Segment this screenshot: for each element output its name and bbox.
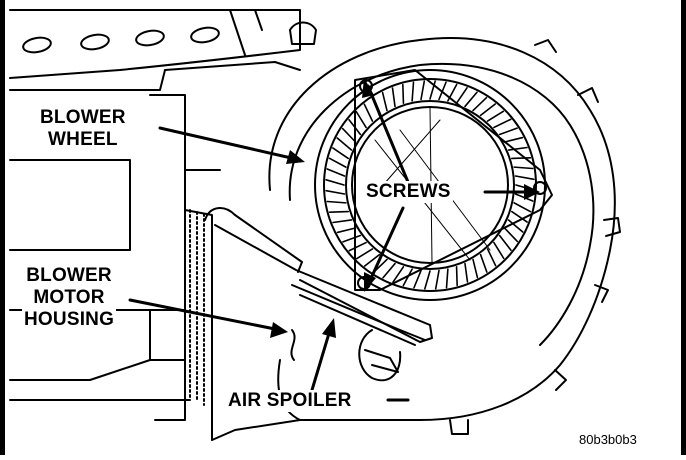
wheel-blade — [325, 189, 346, 195]
wheel-blade — [510, 210, 528, 223]
label-housing-line2: MOTOR — [33, 287, 105, 308]
label-screws: SCREWS — [364, 181, 453, 203]
wheel-blade — [464, 91, 478, 108]
wheel-blade — [411, 81, 415, 102]
label-housing-line1: BLOWER — [26, 265, 112, 286]
wheel-blade — [355, 248, 374, 260]
wheel-blade — [328, 157, 347, 168]
wheel-blade — [325, 179, 345, 186]
leader-lines — [128, 84, 532, 402]
wheel-blade — [503, 136, 524, 143]
wheel-blade — [363, 103, 374, 122]
wheel-blade — [363, 253, 381, 267]
wheel-blade — [341, 127, 357, 143]
wheel-blade — [402, 83, 405, 105]
right-edge-bar — [681, 0, 686, 455]
wheel-blade — [342, 234, 362, 243]
wheel-blade — [503, 227, 519, 243]
wheel-blade — [472, 258, 479, 279]
wheel-blade — [493, 118, 512, 129]
wheel-blade — [402, 268, 413, 287]
wheel-blade — [381, 91, 388, 112]
wheel-blade — [420, 80, 426, 101]
label-blower-wheel-line1: BLOWER — [40, 107, 126, 128]
wheel-blade — [336, 137, 353, 151]
scroll-housing — [268, 21, 621, 435]
wheel-blade — [326, 168, 346, 177]
wheel-blade — [486, 110, 505, 122]
wheel-blade — [479, 103, 497, 117]
wheel-blade — [332, 147, 350, 160]
arrow-heads — [270, 78, 540, 338]
label-blower-wheel-line2: WHEEL — [48, 129, 118, 150]
wheel-blade — [514, 175, 535, 181]
wheel-blade — [498, 127, 518, 136]
wheel-blade — [455, 87, 468, 105]
label-air-spoiler-text: AIR SPOILER — [228, 390, 352, 411]
wheel-blade — [391, 87, 396, 108]
wheel-blade — [513, 166, 534, 170]
wheel-blade — [355, 110, 367, 129]
figure-code: 80b3b0b3 — [579, 432, 637, 447]
label-blower-wheel: BLOWER WHEEL — [38, 107, 128, 151]
label-screws-text: SCREWS — [366, 181, 451, 202]
air-spoiler-part — [204, 207, 433, 382]
wheel-blade — [507, 219, 524, 233]
wheel-blade — [424, 270, 431, 290]
wheel-blade — [510, 157, 532, 160]
wheel-blade — [326, 200, 347, 204]
wheel-blade — [493, 241, 505, 260]
label-air-spoiler: AIR SPOILER — [226, 390, 354, 412]
wheel-blade — [348, 241, 367, 252]
wheel-blade — [513, 202, 532, 213]
wheel-blade — [479, 253, 488, 273]
wheel-blade — [413, 269, 422, 289]
wheel-blade — [332, 219, 353, 224]
wheel-blade — [392, 265, 405, 283]
wheel-blade — [336, 227, 357, 234]
housing-body — [149, 61, 301, 441]
wheel-blade — [429, 80, 436, 100]
left-edge-bar — [0, 0, 5, 455]
wheel-blade — [464, 262, 469, 283]
wheel-blade — [498, 234, 512, 252]
label-housing-line3: HOUSING — [24, 309, 115, 330]
wheel-blade — [382, 262, 396, 279]
dash-panel — [9, 9, 301, 401]
wheel-blade — [328, 210, 350, 213]
wheel-blade — [455, 265, 458, 287]
label-blower-motor-housing: BLOWER MOTOR HOUSING — [22, 265, 117, 331]
wheel-blade — [445, 268, 449, 289]
wheel-blade — [507, 146, 528, 151]
wheel-blade — [472, 96, 488, 112]
wheel-blade — [486, 248, 497, 267]
wheel-blade — [434, 269, 440, 290]
